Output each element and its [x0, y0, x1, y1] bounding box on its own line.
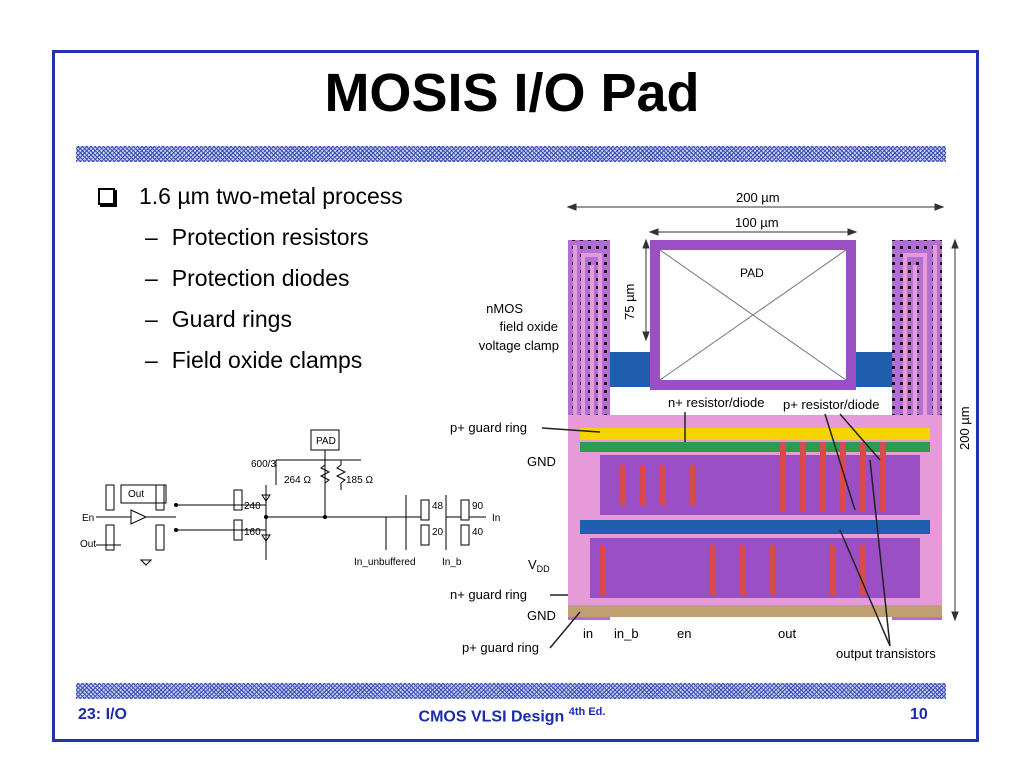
vdd-label: VDD [528, 557, 550, 574]
nmos-line3: voltage clamp [479, 338, 559, 353]
schematic-out-left: Out [80, 539, 96, 550]
io-pad-schematic: PAD 600/3 264 Ω 185 Ω Out En Out 240 160… [80, 429, 500, 568]
dash-icon: – [145, 306, 158, 332]
dash-icon: – [145, 347, 158, 373]
p-resistor-label: p+ resistor/diode [783, 397, 879, 412]
checkbox-bullet-icon [98, 188, 115, 205]
dim-100: 100 µm [735, 215, 779, 230]
schematic-out-top: Out [128, 489, 144, 500]
left-clamp [610, 352, 650, 387]
n-guard-label: n+ guard ring [450, 587, 527, 602]
gnd-label-1: GND [527, 454, 556, 469]
pin-in-b: in_b [614, 626, 639, 641]
schematic-w160: 160 [244, 527, 261, 538]
schematic-pad-label: PAD [316, 436, 336, 447]
schematic-w40: 40 [472, 527, 484, 538]
schematic-r-ratio: 600/3 [251, 459, 276, 470]
bullet-main: 1.6 µm two-metal process [98, 176, 403, 217]
slide-frame [52, 50, 979, 742]
schematic-r2: 185 Ω [346, 475, 373, 486]
sub-bullet: –Protection resistors [145, 224, 369, 250]
dim-200-top: 200 µm [736, 190, 780, 205]
slide-title: MOSIS I/O Pad [324, 63, 700, 123]
footer-chapter: 23: I/O [78, 706, 127, 723]
schematic-w90: 90 [472, 501, 484, 512]
pin-en: en [677, 626, 691, 641]
pin-in: in [583, 626, 593, 641]
schematic-in: In [492, 513, 500, 524]
schematic-in-b: In_b [442, 557, 462, 568]
schematic-w240: 240 [244, 501, 261, 512]
footer-book-title: CMOS VLSI Design 4th Ed. [418, 706, 606, 726]
p-guard-label-1: p+ guard ring [450, 420, 527, 435]
right-clamp [856, 352, 892, 387]
title-divider [76, 146, 946, 162]
schematic-r1: 264 Ω [284, 475, 311, 486]
schematic-in-unbuffered: In_unbuffered [354, 557, 416, 568]
sub-bullet: –Field oxide clamps [145, 347, 363, 373]
p-guard-label-2: p+ guard ring [462, 640, 539, 655]
output-transistors-label: output transistors [836, 646, 936, 661]
dim-200-right: 200 µm [957, 406, 972, 450]
dim-75: 75 µm [622, 284, 637, 320]
sub-bullet: –Protection diodes [145, 265, 350, 291]
footer-page-number: 10 [910, 706, 928, 723]
n-resistor-label: n+ resistor/diode [668, 395, 764, 410]
dash-icon: – [145, 224, 158, 250]
schematic-w20: 20 [432, 527, 444, 538]
io-pad-layout: 200 µm 100 µm PAD 75 µm 200 µm nMOS fiel… [450, 190, 972, 661]
schematic-en: En [82, 513, 94, 524]
bullet-main-text: 1.6 µm two-metal process [139, 183, 403, 209]
sub-bullet: –Guard rings [145, 306, 292, 332]
nmos-line2: field oxide [499, 319, 558, 334]
bullet-list: 1.6 µm two-metal process –Protection res… [98, 176, 403, 381]
dash-icon: – [145, 265, 158, 291]
layout-pad-label: PAD [740, 266, 764, 280]
footer-divider [76, 683, 946, 699]
gnd-label-2: GND [527, 608, 556, 623]
nmos-line1: nMOS [486, 301, 523, 316]
schematic-w48: 48 [432, 501, 444, 512]
pin-out: out [778, 626, 796, 641]
